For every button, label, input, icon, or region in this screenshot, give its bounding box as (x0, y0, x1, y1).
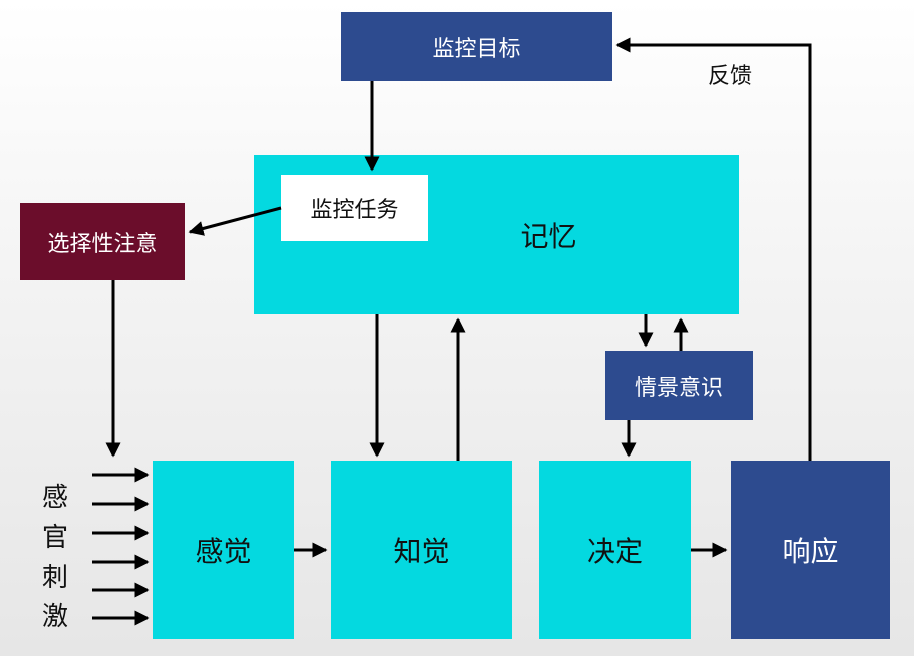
situational-awareness-label: 情景意识 (634, 375, 723, 401)
feedback-label: 反馈 (708, 64, 753, 89)
monitor-task-box: 监控任务 (281, 175, 428, 241)
response-box: 响应 (731, 461, 890, 639)
perception-box: 知觉 (331, 461, 512, 639)
monitor-goal-box: 监控目标 (341, 12, 612, 81)
selective-attention-label: 选择性注意 (47, 231, 158, 257)
sensation-box: 感觉 (153, 461, 294, 639)
sensation-label: 感觉 (195, 535, 252, 568)
memory-label: 记忆 (520, 219, 577, 253)
response-label: 响应 (782, 535, 839, 568)
arrow-feedback (615, 37, 812, 461)
arrow-task-to-attention (188, 206, 282, 236)
situational-awareness-box: 情景意识 (605, 351, 753, 420)
perception-label: 知觉 (393, 535, 450, 568)
selective-attention-box: 选择性注意 (20, 203, 185, 280)
stimulus-char-1: 感 (41, 483, 68, 513)
monitor-goal-label: 监控目标 (432, 36, 521, 62)
stimulus-char-4: 激 (41, 602, 68, 632)
decision-label: 决定 (586, 535, 643, 568)
stimulus-char-3: 刺 (41, 563, 68, 593)
stimulus-char-2: 官 (41, 523, 68, 553)
decision-box: 决定 (539, 461, 691, 639)
monitor-task-label: 监控任务 (310, 198, 399, 223)
